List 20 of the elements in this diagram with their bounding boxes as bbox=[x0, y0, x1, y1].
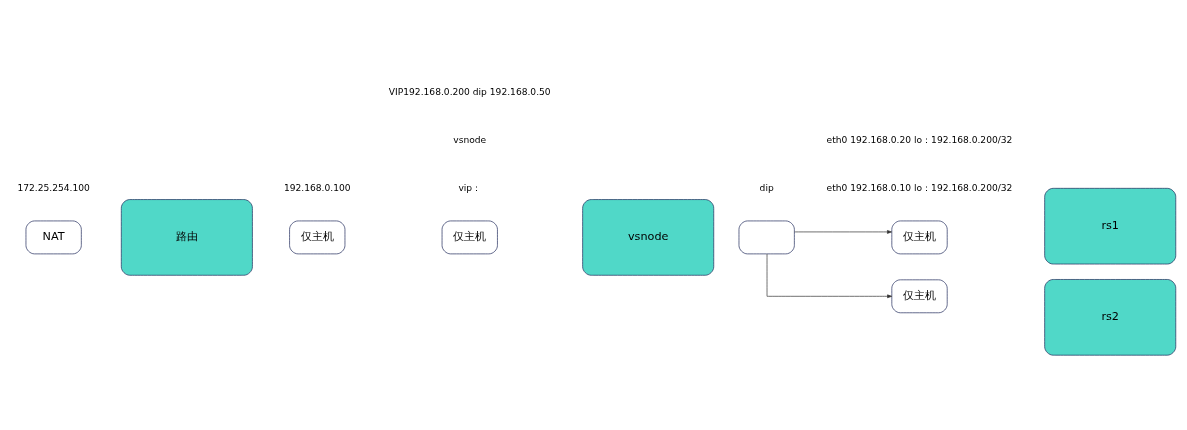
node-box: rs2 bbox=[1044, 278, 1177, 356]
label: vip： bbox=[458, 182, 482, 193]
label: vsnode bbox=[453, 134, 487, 145]
node-box: 仅主机 bbox=[891, 278, 948, 313]
node-box: 仅主机 bbox=[891, 220, 948, 254]
node-box bbox=[738, 220, 795, 254]
label: dip bbox=[759, 182, 774, 193]
label: 172.25.254.100 bbox=[17, 182, 90, 193]
label: 192.168.0.100 bbox=[283, 182, 351, 193]
arrow bbox=[794, 229, 892, 234]
node-box: 路由 bbox=[120, 198, 253, 276]
node-box: vsnode bbox=[582, 198, 715, 276]
node-box: 仅主机 bbox=[441, 220, 498, 254]
label: VIP192.168.0.200 dip 192.168.0.50 bbox=[388, 86, 551, 97]
node-box: rs1 bbox=[1044, 187, 1177, 264]
label: eth0 192.168.0.10 lo：192.168.0.200/32 bbox=[826, 182, 1013, 193]
node-box: 仅主机 bbox=[289, 220, 346, 254]
node-box: NAT bbox=[25, 220, 82, 254]
arrow bbox=[766, 253, 893, 298]
label: eth0 192.168.0.20 lo：192.168.0.200/32 bbox=[826, 134, 1013, 145]
